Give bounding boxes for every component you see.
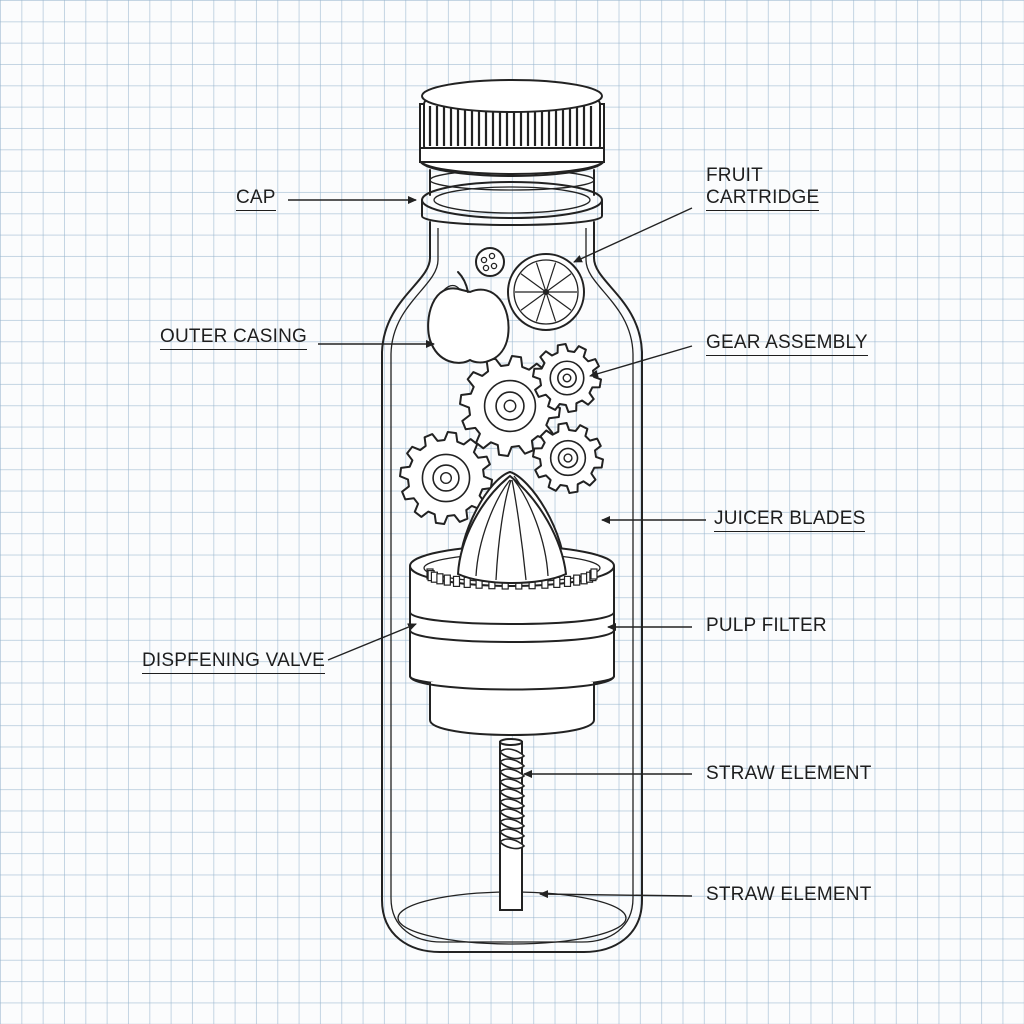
dispensing-valve-label: DISPFENING VALVE bbox=[142, 650, 326, 674]
fruit-cartridge-label-line1: FRUIT bbox=[706, 165, 763, 186]
straw-element-label-1: STRAW ELEMENT bbox=[706, 763, 872, 784]
gear-assembly-leader bbox=[589, 345, 693, 378]
gear-assembly-label: GEAR ASSEMBLY bbox=[706, 332, 868, 356]
gear-left bbox=[399, 431, 493, 525]
fruit-cartridge-label-line2: CARTRIDGE bbox=[706, 187, 820, 211]
cap-label: CAP bbox=[236, 187, 276, 211]
straw-spiral bbox=[499, 748, 526, 850]
gear-assembly bbox=[399, 343, 604, 525]
leader-lines bbox=[288, 196, 706, 899]
fruit-cartridge bbox=[427, 247, 585, 364]
pulp-filter bbox=[409, 474, 615, 736]
straw-element bbox=[499, 738, 526, 911]
straw-element-label-2: STRAW ELEMENT bbox=[706, 884, 872, 905]
gear-top-right bbox=[532, 343, 602, 413]
straw-element-leader-2 bbox=[539, 890, 693, 899]
bottle-neck bbox=[421, 169, 603, 226]
cap bbox=[419, 79, 605, 177]
pulp-filter-label: PULP FILTER bbox=[706, 615, 827, 636]
filter-teeth bbox=[426, 568, 598, 590]
citrus-segments bbox=[515, 262, 577, 322]
fruit-cartridge-leader bbox=[573, 207, 693, 263]
dispensing-valve-leader bbox=[327, 623, 417, 661]
gear-right bbox=[532, 422, 604, 494]
outer-casing bbox=[381, 221, 643, 953]
juicer-blades-label: JUICER BLADES bbox=[714, 508, 866, 532]
outer-casing-label: OUTER CASING bbox=[160, 326, 308, 350]
